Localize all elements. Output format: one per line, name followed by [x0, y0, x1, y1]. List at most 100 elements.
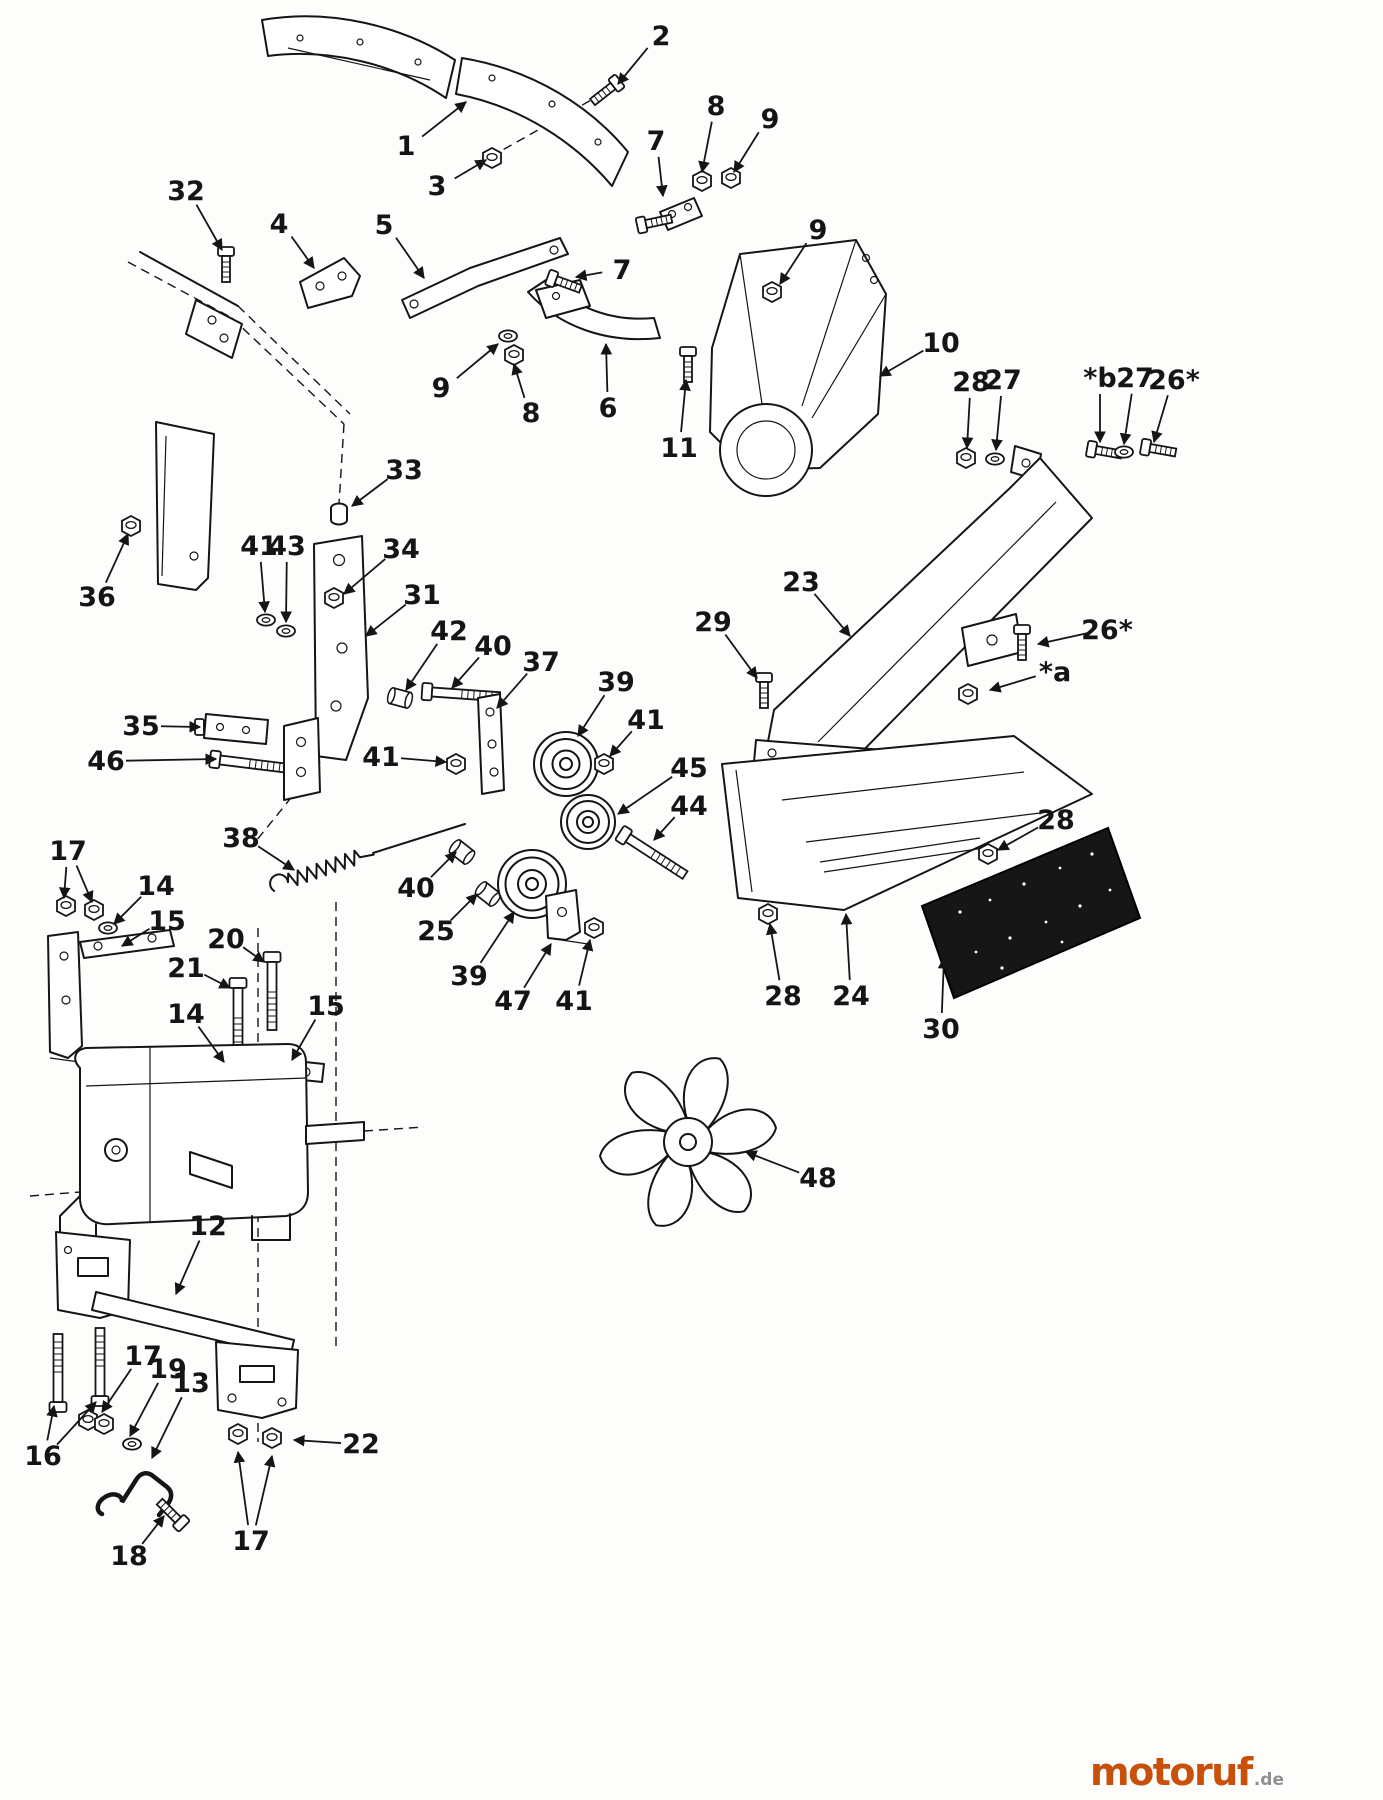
label-arrow: [454, 159, 488, 180]
label-arrow: [840, 912, 853, 981]
part-label-32: 32: [167, 176, 205, 207]
label-arrow: [351, 478, 389, 507]
nut-a-star: [958, 683, 978, 705]
part-support-bar-5: [401, 237, 569, 319]
part-label-12: 12: [189, 1211, 227, 1242]
part-chute-23: [753, 457, 1093, 773]
part-label-46: 46: [87, 746, 125, 777]
watermark-brand: motoruf: [1090, 1750, 1253, 1794]
washer-41: [256, 613, 276, 627]
part-label-43: 43: [268, 531, 306, 562]
part-label-35: 35: [122, 711, 160, 742]
washer-27b: [1114, 445, 1134, 459]
part-label-16: 16: [24, 1441, 62, 1472]
part-label-9: 9: [761, 104, 780, 135]
part-blower-housing-10: [679, 239, 887, 497]
part-label-1: 1: [397, 131, 416, 162]
part-label-39: 39: [450, 961, 488, 992]
part-label-15: 15: [307, 991, 345, 1022]
label-arrow: [451, 656, 480, 689]
bolt-20: [262, 951, 282, 1031]
label-arrow: [577, 694, 606, 737]
pulley-39-upper: [533, 731, 599, 797]
part-label-33: 33: [385, 455, 423, 486]
watermark: motoruf .de: [1090, 1750, 1284, 1794]
lower-fasteners: [48, 1327, 282, 1533]
label-arrow: [937, 956, 950, 1014]
label-arrow: [242, 946, 265, 963]
part-label-23: 23: [782, 567, 820, 598]
part-label-14: 14: [167, 999, 205, 1030]
part-label-15: 15: [148, 906, 186, 937]
label-arrow: [991, 395, 1003, 452]
part-label-a: *a: [1039, 657, 1071, 688]
nut-17f: [262, 1427, 282, 1449]
label-arrow: [1151, 394, 1169, 444]
part-label-b: *b: [1083, 363, 1116, 394]
part-label-29: 29: [694, 607, 732, 638]
plate-37: [477, 693, 505, 795]
label-arrow: [1119, 393, 1133, 446]
bolt-2: [586, 73, 626, 110]
nut-28: [956, 447, 976, 469]
label-arrow: [405, 643, 438, 691]
nut-17e: [228, 1423, 248, 1445]
part-label-36: 36: [78, 582, 116, 613]
label-arrow: [578, 938, 594, 986]
part-label-5: 5: [375, 210, 394, 241]
label-arrow: [292, 1434, 342, 1447]
part-label-17: 17: [49, 836, 87, 867]
label-arrow: [105, 532, 129, 584]
label-arrow: [779, 242, 808, 285]
part-label-20: 20: [207, 924, 245, 955]
label-arrow: [160, 720, 202, 733]
label-arrow: [101, 1368, 132, 1413]
part-label-3: 3: [428, 171, 447, 202]
part-label-22: 22: [342, 1429, 380, 1460]
label-arrow: [655, 156, 668, 198]
label-arrow: [400, 755, 448, 767]
part-label-48: 48: [799, 1163, 837, 1194]
label-arrow: [46, 1404, 58, 1441]
label-arrow: [421, 101, 467, 138]
part-label-19: 19: [149, 1354, 187, 1385]
part-label-13: 13: [172, 1368, 210, 1399]
label-arrow: [609, 730, 633, 757]
part-label-18: 18: [110, 1541, 148, 1572]
part-label-38: 38: [222, 823, 260, 854]
part-label-34: 34: [382, 534, 420, 565]
part-label-6: 6: [599, 393, 618, 424]
label-arrow: [511, 362, 526, 399]
nut-8b: [504, 344, 524, 366]
label-arrow: [1036, 632, 1088, 648]
part-label-26: 26*: [1148, 365, 1200, 396]
part-label-39: 39: [597, 667, 635, 698]
washer-43: [276, 624, 296, 638]
label-arrow: [733, 131, 760, 173]
label-arrow: [174, 1240, 201, 1296]
nut-17d: [94, 1413, 114, 1435]
nut-9: [721, 167, 741, 189]
nut-28b: [978, 843, 998, 865]
bracket-left: [47, 931, 83, 1059]
part-label-30: 30: [922, 1014, 960, 1045]
part-fan-48: [599, 1057, 777, 1227]
label-arrow: [450, 893, 478, 921]
bracket-47: [545, 889, 581, 941]
label-arrow: [75, 865, 94, 904]
spacer-40b: [446, 837, 478, 867]
part-idler-plate-7: [482, 73, 741, 366]
part-label-11: 11: [660, 433, 698, 464]
label-arrow: [258, 561, 270, 614]
label-arrow: [996, 826, 1039, 851]
part-label-28: 28: [764, 981, 802, 1012]
label-arrow: [653, 816, 676, 841]
part-idler-group: [269, 681, 691, 945]
part-label-9: 9: [809, 215, 828, 246]
part-transaxle: [59, 1043, 365, 1247]
label-arrow: [257, 845, 295, 871]
label-arrow: [395, 237, 425, 279]
label-arrow: [724, 634, 758, 679]
